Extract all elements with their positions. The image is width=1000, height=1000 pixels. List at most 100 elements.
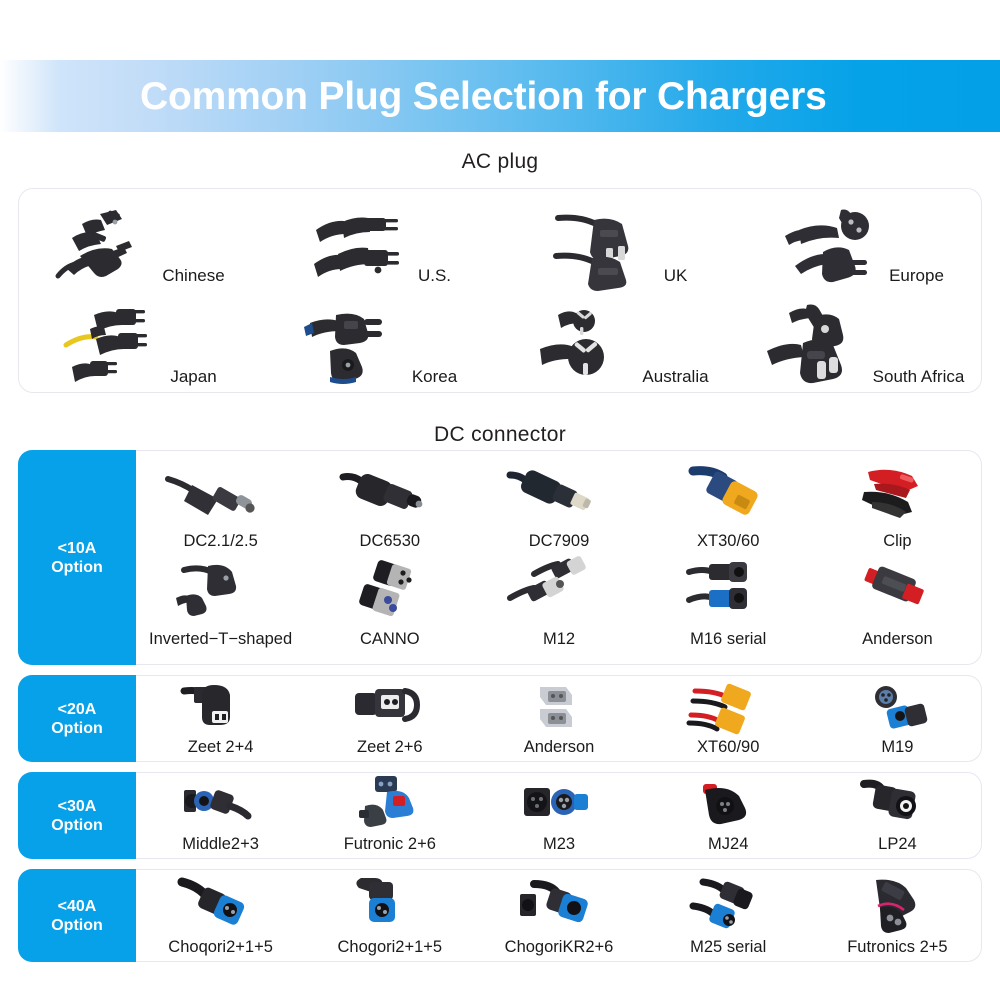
option-tab-under-30a[interactable]: <30A Option <box>18 772 136 859</box>
dc-item-middle-2plus3[interactable]: Middle2+3 <box>136 778 305 854</box>
m12-connector-icon <box>507 556 586 602</box>
option-tab-under-10a[interactable]: <10A Option <box>18 450 136 665</box>
option-tab-caption: Option <box>51 916 103 934</box>
ac-plug-item-europe[interactable]: Europe <box>741 192 982 292</box>
ac-plug-label: South Africa <box>872 367 965 386</box>
dc-connector-section-heading: DC connector <box>434 423 566 446</box>
page-banner: Common Plug Selection for Chargers <box>0 60 1000 132</box>
dc-item-label: CANNO <box>360 630 420 648</box>
dc-item-label: Anderson <box>523 738 595 756</box>
dc-item-label: M16 serial <box>690 630 767 648</box>
page-title: Common Plug Selection for Chargers <box>140 74 827 118</box>
dc-item-futronics-2plus5[interactable]: Futronics 2+5 <box>813 875 982 957</box>
ac-plug-label: Europe <box>889 266 944 285</box>
dc-item-dc6530[interactable]: DC6530 <box>305 455 474 551</box>
ac-plug-item-uk[interactable]: UK <box>500 192 741 292</box>
xt60-90-connector-icon <box>686 683 752 735</box>
inverted-t-connector-icon <box>175 564 236 616</box>
anderson-connector-icon <box>864 566 925 605</box>
dc-item-label: Clip <box>883 532 912 550</box>
dc-item-canno[interactable]: CANNO <box>305 553 474 649</box>
option-tab-caption: Option <box>51 719 103 737</box>
m25-connector-icon <box>689 878 753 929</box>
dc-item-anderson-10a[interactable]: Anderson <box>813 553 982 649</box>
dc-item-label: Inverted−T−shaped <box>149 630 293 648</box>
ac-plug-label: U.S. <box>417 266 452 285</box>
dc-card-under-30a <box>18 772 982 859</box>
australia-plug-icon <box>540 310 605 375</box>
dc-item-label: Chogori2+1+5 <box>337 938 443 956</box>
dc-item-m12[interactable]: M12 <box>474 553 643 649</box>
ac-plug-label: Australia <box>642 367 709 386</box>
mj24-connector-icon <box>703 784 747 825</box>
ac-plug-section-heading: AC plug <box>461 150 539 173</box>
ac-plug-item-korea[interactable]: Korea <box>259 293 500 393</box>
xt30-60-connector-icon <box>688 466 758 515</box>
ac-plug-item-south-africa[interactable]: South Africa <box>741 293 982 393</box>
dc-item-chogori-kr2plus6[interactable]: ChogoriKR2+6 <box>474 875 643 957</box>
ac-plug-item-chinese[interactable]: Chinese <box>18 192 259 292</box>
battery-clip-icon <box>862 469 919 518</box>
chogori-kr2plus6-connector-icon <box>520 880 588 923</box>
dc-item-label: M12 <box>542 630 576 648</box>
ac-plug-item-us[interactable]: U.S. <box>259 192 500 292</box>
dc-row-under-30a: Middle2+3 Futronic 2+6 <box>136 776 982 854</box>
dc-item-xt3060[interactable]: XT30/60 <box>644 455 813 551</box>
dc-item-mj24[interactable]: MJ24 <box>644 778 813 854</box>
dc-item-label: Anderson <box>862 630 933 648</box>
dc6530-connector-icon <box>339 473 423 509</box>
dc-item-label: MJ24 <box>708 835 749 853</box>
m23-connector-icon <box>524 788 588 816</box>
dc-item-label: DC7909 <box>528 532 590 550</box>
option-tab-under-40a[interactable]: <40A Option <box>18 869 136 962</box>
europe-plug-icon <box>785 209 870 283</box>
dc-item-label: XT30/60 <box>697 532 760 550</box>
dc-item-label: Futronics 2+5 <box>847 938 948 956</box>
dc-item-dc2125[interactable]: DC2.1/2.5 <box>136 455 305 551</box>
dc-item-chogori-2plus1plus5[interactable]: Chogori2+1+5 <box>305 875 474 957</box>
dc-item-m19[interactable]: M19 <box>813 681 982 757</box>
option-tab-under-20a[interactable]: <20A Option <box>18 675 136 762</box>
dc-item-dc7909[interactable]: DC7909 <box>474 455 643 551</box>
dc-item-m23[interactable]: M23 <box>474 778 643 854</box>
dc-item-label: DC2.1/2.5 <box>183 532 258 550</box>
dc-item-label: XT60/90 <box>697 738 760 756</box>
dc-item-anderson-20a[interactable]: Anderson <box>474 681 643 757</box>
dc-item-lp24[interactable]: LP24 <box>813 778 982 854</box>
dc-card-under-20a <box>18 675 982 762</box>
dc-item-clip[interactable]: Clip <box>813 455 982 551</box>
futronic-2plus6-connector-icon <box>358 776 414 827</box>
dc-item-label: LP24 <box>878 835 917 853</box>
dc-item-label: ChogoriKR2+6 <box>504 938 614 956</box>
japan-plug-icon <box>63 309 148 382</box>
dc-item-label: Futronic 2+6 <box>343 835 436 853</box>
option-tab-amperage: <10A <box>57 539 97 557</box>
ac-plug-label: Korea <box>411 367 458 386</box>
dc-item-m25[interactable]: M25 serial <box>644 875 813 957</box>
m16-connector-icon <box>686 562 748 609</box>
zeet-2plus6-connector-icon <box>354 688 420 722</box>
option-tab-amperage: <20A <box>57 700 97 718</box>
option-tab-caption: Option <box>51 558 103 576</box>
dc-item-label: Zeet 2+4 <box>187 738 254 756</box>
middle-2plus3-connector-icon <box>183 790 252 820</box>
dc-item-label: Choqori2+1+5 <box>168 938 273 956</box>
dc-item-zeet-2plus6[interactable]: Zeet 2+6 <box>305 681 474 757</box>
ac-plug-item-australia[interactable]: Australia <box>500 293 741 393</box>
dc-item-futronic-2plus6[interactable]: Futronic 2+6 <box>305 776 474 854</box>
dc-item-label: M23 <box>542 835 576 853</box>
dc-item-choqori-2plus1plus5[interactable]: Choqori2+1+5 <box>136 875 305 957</box>
korea-plug-icon <box>303 313 382 384</box>
dc-item-label: DC6530 <box>359 532 421 550</box>
dc-item-label: M19 <box>881 738 914 756</box>
dc-item-m16[interactable]: M16 serial <box>644 553 813 649</box>
ac-plug-row-1: Chinese U.S. <box>18 192 982 292</box>
option-tab-caption: Option <box>51 816 103 834</box>
canno-xlr-connector-icon <box>358 560 412 617</box>
dc7909-connector-icon <box>506 470 591 511</box>
dc-row-under-20a: Zeet 2+4 Zeet 2+6 <box>136 681 982 757</box>
dc-item-zeet-2plus4[interactable]: Zeet 2+4 <box>136 681 305 757</box>
dc-item-inverted-t[interactable]: Inverted−T−shaped <box>136 553 305 649</box>
dc-item-xt6090[interactable]: XT60/90 <box>644 681 813 757</box>
ac-plug-item-japan[interactable]: Japan <box>18 293 259 393</box>
